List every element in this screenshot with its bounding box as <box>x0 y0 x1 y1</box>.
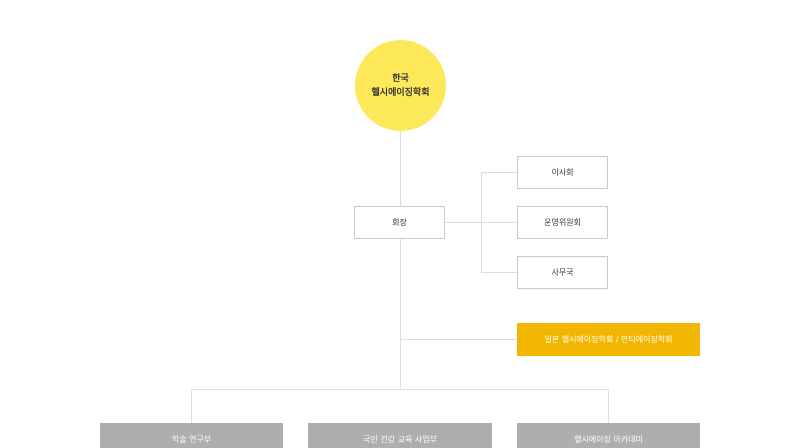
department-node-education: 국민 건강 교육 사업부 <box>308 423 492 448</box>
committee-node-label: 이사회 <box>551 168 574 177</box>
root-node-line1: 한국 <box>392 73 409 84</box>
committee-node-secretariat: 사무국 <box>517 256 608 289</box>
committee-node-board: 이사회 <box>517 156 608 189</box>
affiliate-node-label: 일본 헬시에이징학회 / 안티에이징학회 <box>544 335 673 344</box>
connector-committee-3 <box>481 272 517 273</box>
connector-committee-2 <box>481 222 517 223</box>
connector-department-1 <box>191 389 192 423</box>
affiliate-node: 일본 헬시에이징학회 / 안티에이징학회 <box>517 323 700 356</box>
connector-department-3 <box>608 389 609 423</box>
department-node-label: 국민 건강 교육 사업부 <box>363 435 437 444</box>
connector-root-to-president <box>400 131 401 206</box>
department-node-label: 헬시에이징 아카데미 <box>574 435 643 444</box>
root-node-line2: 헬시에이징학회 <box>371 87 430 98</box>
department-node-academy: 헬시에이징 아카데미 <box>517 423 700 448</box>
connector-president-to-departments <box>400 239 401 389</box>
root-node: 한국 헬시에이징학회 <box>355 40 446 131</box>
connector-affiliate <box>400 339 517 340</box>
president-node-label: 회장 <box>392 218 407 227</box>
committee-node-steering: 운영위원회 <box>517 206 608 239</box>
committee-node-label: 운영위원회 <box>544 218 581 227</box>
connector-president-to-committees <box>445 222 482 223</box>
president-node: 회장 <box>354 206 445 239</box>
committee-node-label: 사무국 <box>551 268 574 277</box>
department-node-research: 학술 연구부 <box>100 423 283 448</box>
connector-committee-1 <box>481 172 517 173</box>
department-node-label: 학술 연구부 <box>171 435 212 444</box>
connector-departments-horizontal <box>191 389 609 390</box>
